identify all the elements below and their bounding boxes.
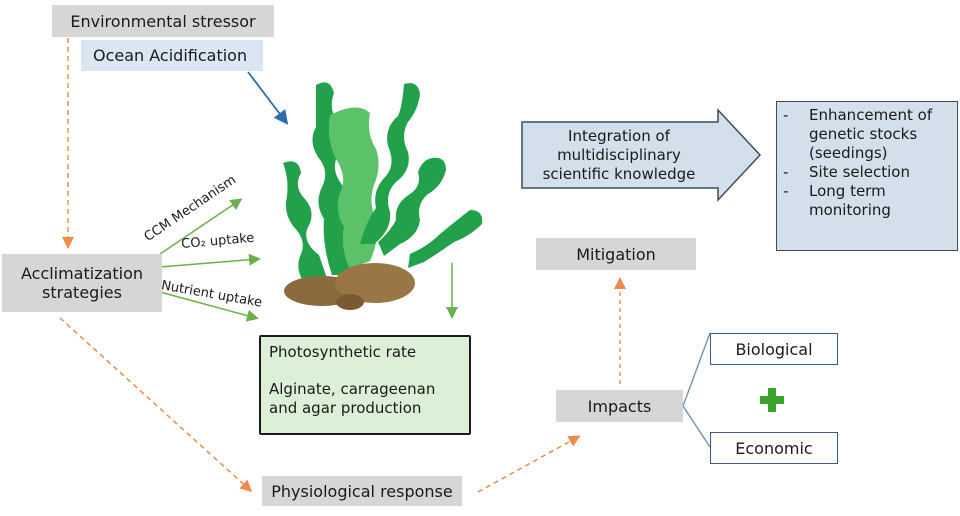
rock-bottom [336, 294, 364, 310]
seaweed-frond-right [378, 157, 446, 256]
ocean-acidification-arrow [247, 71, 289, 125]
physiological-effects-box: Photosynthetic rate Alginate, carrageena… [259, 335, 471, 435]
mitigation-action-item: -Site selection [783, 163, 910, 181]
seaweed-frond-far-right [408, 210, 483, 268]
mitigation-box: Mitigation [536, 238, 696, 270]
physiological-to-impacts-arrow [477, 435, 581, 493]
mitigation-actions-list: -Enhancement of genetic stocks (seedings… [777, 106, 957, 220]
biological-box: Biological [710, 333, 838, 365]
mitigation-actions-box: -Enhancement of genetic stocks (seedings… [776, 101, 958, 251]
impacts-box: Impacts [556, 390, 683, 422]
co2-arrow [159, 253, 261, 268]
acclimatization-to-physiological-arrow [59, 317, 253, 493]
seaweed-illustration [283, 82, 483, 310]
ocean-acidification-label: Ocean Acidification [81, 40, 263, 71]
nutrient-arrow [159, 291, 259, 322]
ccm-arrow [159, 198, 243, 255]
rock-right [335, 263, 415, 303]
environmental-stressor-label: Environmental stressor [52, 5, 274, 37]
integration-knowledge-text: Integration of multidisciplinary scienti… [542, 126, 696, 183]
acclimatization-strategies-box: Acclimatization strategies [2, 254, 162, 312]
mitigation-action-item: -Long term monitoring [783, 182, 891, 219]
physiological-response-box: Physiological response [262, 476, 462, 506]
polysaccharide-production-text: Alginate, carrageenan and agar productio… [269, 380, 436, 417]
plus-icon [760, 388, 784, 412]
integration-arrow-shape [521, 108, 762, 202]
economic-box: Economic [710, 432, 838, 464]
impacts-branch-lines [682, 332, 711, 448]
seaweed-frond-center-right [360, 83, 420, 244]
photosynthetic-rate-text: Photosynthetic rate [269, 343, 417, 361]
seaweed-frond-left [283, 161, 331, 290]
mitigation-action-item: -Enhancement of genetic stocks (seedings… [783, 106, 933, 162]
